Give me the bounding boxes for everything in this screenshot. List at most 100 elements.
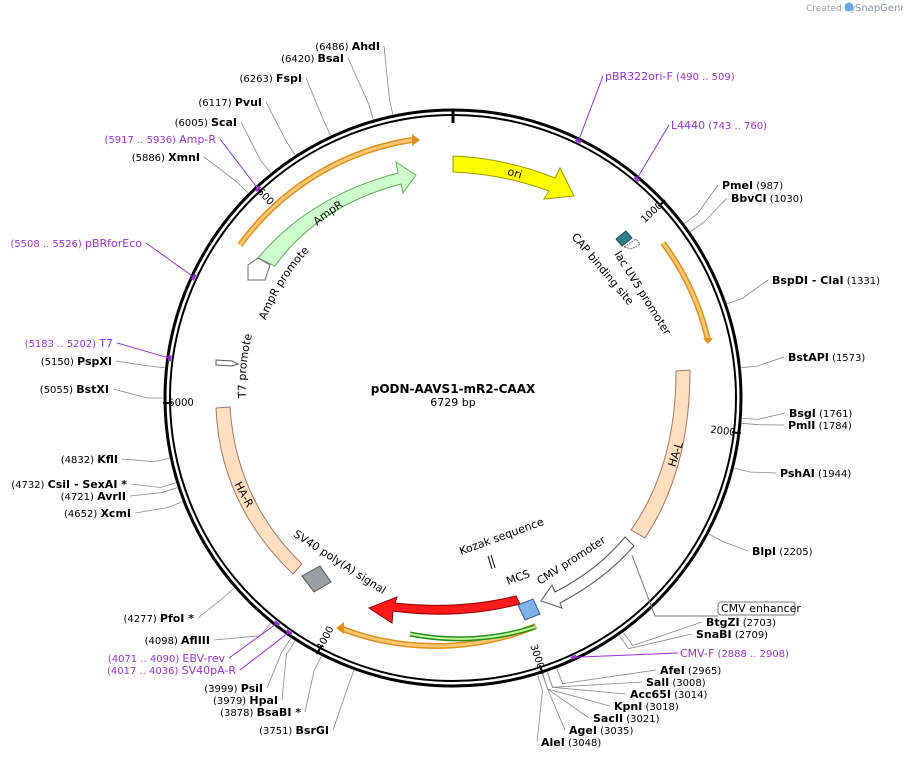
site-leader (684, 184, 719, 224)
site-name: BsgI (789, 407, 816, 420)
tick-label-5000: 5000 (168, 398, 194, 409)
site-leader (536, 675, 543, 743)
feature-cmv-enhancer[interactable]: CMV enhancer (631, 554, 801, 617)
site-25[interactable]: BlpI (2205) (708, 533, 813, 558)
site-7[interactable]: (5055) BstXI (40, 383, 163, 399)
site-20[interactable]: BspDI - ClaI (1331) (727, 274, 880, 304)
site-position: (3008) (669, 678, 706, 689)
site-22[interactable]: BsgI (1761) (742, 407, 852, 420)
site-position: (6117) (198, 98, 234, 109)
site-28[interactable]: AfeI (2965) (556, 664, 722, 685)
feature-cmv-promoter[interactable]: CMV promoter (535, 533, 635, 609)
site-position: (2965) (685, 666, 722, 677)
site-name: AfeI (660, 664, 685, 677)
site-3[interactable]: (6117) PvuI (198, 96, 296, 156)
site-name: BsrGI (296, 724, 329, 737)
feature-kozak[interactable]: Kozak sequence (458, 515, 546, 570)
site-position: (1030) (767, 194, 804, 205)
primer-leader (239, 631, 290, 671)
feature-ha-l[interactable]: HA-L (630, 369, 691, 539)
primer-3[interactable]: (5917 .. 5936) Amp-R (105, 133, 262, 192)
primer-1[interactable]: L4440 (743 .. 760) (633, 119, 768, 182)
site-16[interactable]: (3878) BsaBI * (220, 656, 322, 719)
site-13[interactable]: (4098) AflIII (145, 623, 271, 647)
site-position: (4277) (123, 614, 159, 625)
tick-mark-3000 (538, 664, 544, 675)
primer-name: SV40pA-R (182, 664, 237, 677)
site-14[interactable]: (3999) PsiI (204, 638, 292, 695)
site-position: (6420) (281, 54, 317, 65)
primer-label: L4440 (743 .. 760) (671, 119, 767, 132)
site-name: BsaBI * (257, 706, 302, 719)
site-30[interactable]: Acc65I (3014) (547, 672, 707, 701)
orf-green-arc-inner (409, 626, 536, 640)
site-label: PmlI (1784) (788, 419, 852, 432)
primer-0[interactable]: pBR322ori-F (490 .. 509) (575, 70, 735, 144)
site-label: (6263) FspI (240, 72, 302, 85)
site-position: (1784) (815, 421, 852, 432)
feature-mruby2[interactable]: mRuby2 (367, 595, 521, 628)
site-name: BsaI (318, 52, 344, 65)
site-leader (623, 621, 703, 647)
site-position: (4832) (61, 455, 97, 466)
site-name: BspDI - ClaI (772, 274, 844, 287)
site-position: (4732) (11, 480, 47, 491)
site-0[interactable]: (6486) AhdI (315, 40, 394, 115)
feature-ori[interactable]: ori (452, 155, 575, 200)
lac-promoter-arrow (623, 238, 641, 250)
site-name: AleI (541, 736, 565, 749)
site-position: (5150) (41, 357, 77, 368)
primer-6[interactable]: (4071 .. 4090) EBV-rev (108, 620, 281, 665)
site-label: (6117) PvuI (198, 96, 262, 109)
site-24[interactable]: PshAI (1944) (734, 467, 851, 480)
site-15[interactable]: (3979) HpaI (213, 640, 296, 707)
feature-mcs[interactable]: MCS (505, 567, 541, 621)
feature-sv40[interactable]: SV40 poly(A) signal (291, 528, 388, 597)
primer-leader (116, 342, 170, 359)
primer-7[interactable]: (4017 .. 4036) SV40pA-R (107, 629, 293, 677)
site-12[interactable]: (4277) PfoI * (123, 587, 235, 625)
primer-2[interactable]: CMV-F (2888 .. 2908) (570, 647, 789, 660)
site-21[interactable]: BstAPI (1573) (741, 351, 865, 369)
site-leader (741, 356, 785, 369)
primer-range: (5183 .. 5202) (25, 339, 100, 350)
tick-mark-1000 (657, 199, 666, 208)
site-leader (304, 656, 322, 713)
site-label: (5150) PspXI (41, 355, 112, 368)
site-1[interactable]: (6420) BsaI (281, 52, 374, 120)
site-position: (6486) (315, 42, 351, 53)
site-23[interactable]: PmlI (1784) (741, 419, 852, 432)
feature-ha-r[interactable]: HA-R (215, 406, 303, 575)
credit-text: Created by (806, 4, 856, 14)
primer-5[interactable]: (5183 .. 5202) T7 (25, 337, 172, 362)
site-26[interactable]: BtgZI (2703) (623, 616, 776, 647)
site-17[interactable]: (3751) BsrGI (259, 670, 355, 737)
site-10[interactable]: (4721) AvrII (61, 487, 178, 503)
site-34[interactable]: AleI (3048) (536, 675, 601, 749)
site-9[interactable]: (4732) CsiI - SexAI * (11, 478, 176, 491)
feature-lac[interactable]: CAP binding site lac UV5 promoter (569, 230, 674, 338)
site-name: AgeI (569, 724, 597, 737)
site-18[interactable]: PmeI (987) (684, 179, 784, 224)
site-8[interactable]: (4832) KflI (61, 453, 170, 466)
site-position: (5055) (40, 385, 76, 396)
site-name: SalI (646, 676, 669, 689)
primer-label: (5508 .. 5526) pBRforEco (10, 237, 142, 250)
primer-label: (4071 .. 4090) EBV-rev (108, 652, 226, 665)
sv40-label: SV40 poly(A) signal (291, 528, 388, 597)
site-label: (6486) AhdI (315, 40, 380, 53)
site-33[interactable]: AgeI (3035) (542, 673, 634, 737)
site-6[interactable]: (5150) PspXI (41, 355, 165, 369)
site-2[interactable]: (6263) FspI (240, 72, 331, 136)
site-19[interactable]: BbvCI (1030) (690, 192, 804, 232)
site-5[interactable]: (5886) XmnI (132, 151, 249, 194)
mcs-box (517, 598, 541, 621)
primer-4[interactable]: (5508 .. 5526) pBRforEco (10, 237, 197, 281)
site-position: (3021) (623, 714, 660, 725)
primer-range: (4017 .. 4036) (107, 666, 182, 677)
site-4[interactable]: (6005) ScaI (175, 116, 271, 173)
primer-label: CMV-F (2888 .. 2908) (680, 647, 789, 660)
site-11[interactable]: (4652) XcmI (64, 501, 183, 520)
site-label: BsgI (1761) (789, 407, 852, 420)
site-27[interactable]: SnaBI (2709) (619, 628, 768, 650)
